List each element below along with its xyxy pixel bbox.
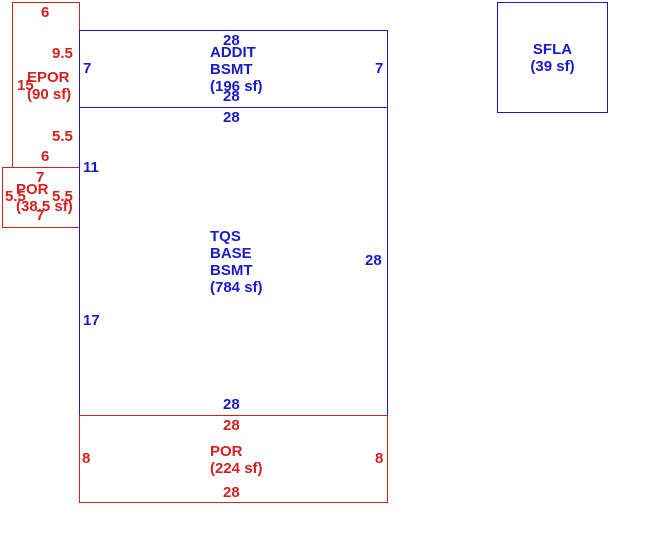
por-bottom-area <box>79 415 388 503</box>
epor-left-dim: 15 <box>17 77 34 94</box>
por-top-dim: 28 <box>223 417 240 434</box>
tqs-base-bsmt-label: TQS BASE BSMT (784 sf) <box>210 228 263 296</box>
por-left-dim: 8 <box>82 450 91 467</box>
epor-label: EPOR (90 sf) <box>27 69 72 103</box>
sfla-label: SFLA (39 sf) <box>530 41 575 75</box>
tqs-left-upper-dim: 11 <box>83 159 99 176</box>
tqs-bottom-dim: 28 <box>223 396 240 413</box>
epor-bottom-dim: 6 <box>41 148 50 165</box>
addit-top-dim: 28 <box>223 32 240 49</box>
tqs-top-dim: 28 <box>223 109 240 126</box>
por-left-label: POR (38.5 sf) <box>16 181 73 215</box>
porl-left-dim: 5.5 <box>5 188 26 205</box>
addit-bottom-dim: 28 <box>223 88 240 105</box>
addit-bsmt-label: ADDIT BSMT (196 sf) <box>210 44 263 95</box>
epor-top-dim: 6 <box>41 4 50 21</box>
por-right-dim: 8 <box>375 450 384 467</box>
sfla-area <box>497 2 608 113</box>
addit-right-dim: 7 <box>375 60 384 77</box>
por-bottom-dim: 28 <box>223 484 240 501</box>
porl-bottom-dim: 7 <box>36 207 45 224</box>
tqs-right-dim: 28 <box>365 252 382 269</box>
porl-right-dim: 5.5 <box>52 188 73 205</box>
addit-left-dim: 7 <box>83 60 92 77</box>
por-bottom-label: POR (224 sf) <box>210 443 263 477</box>
epor-right-upper-dim: 9.5 <box>52 45 73 62</box>
porl-top-dim: 7 <box>36 169 45 186</box>
epor-right-lower-dim: 5.5 <box>52 128 73 145</box>
tqs-left-lower-dim: 17 <box>83 312 100 329</box>
